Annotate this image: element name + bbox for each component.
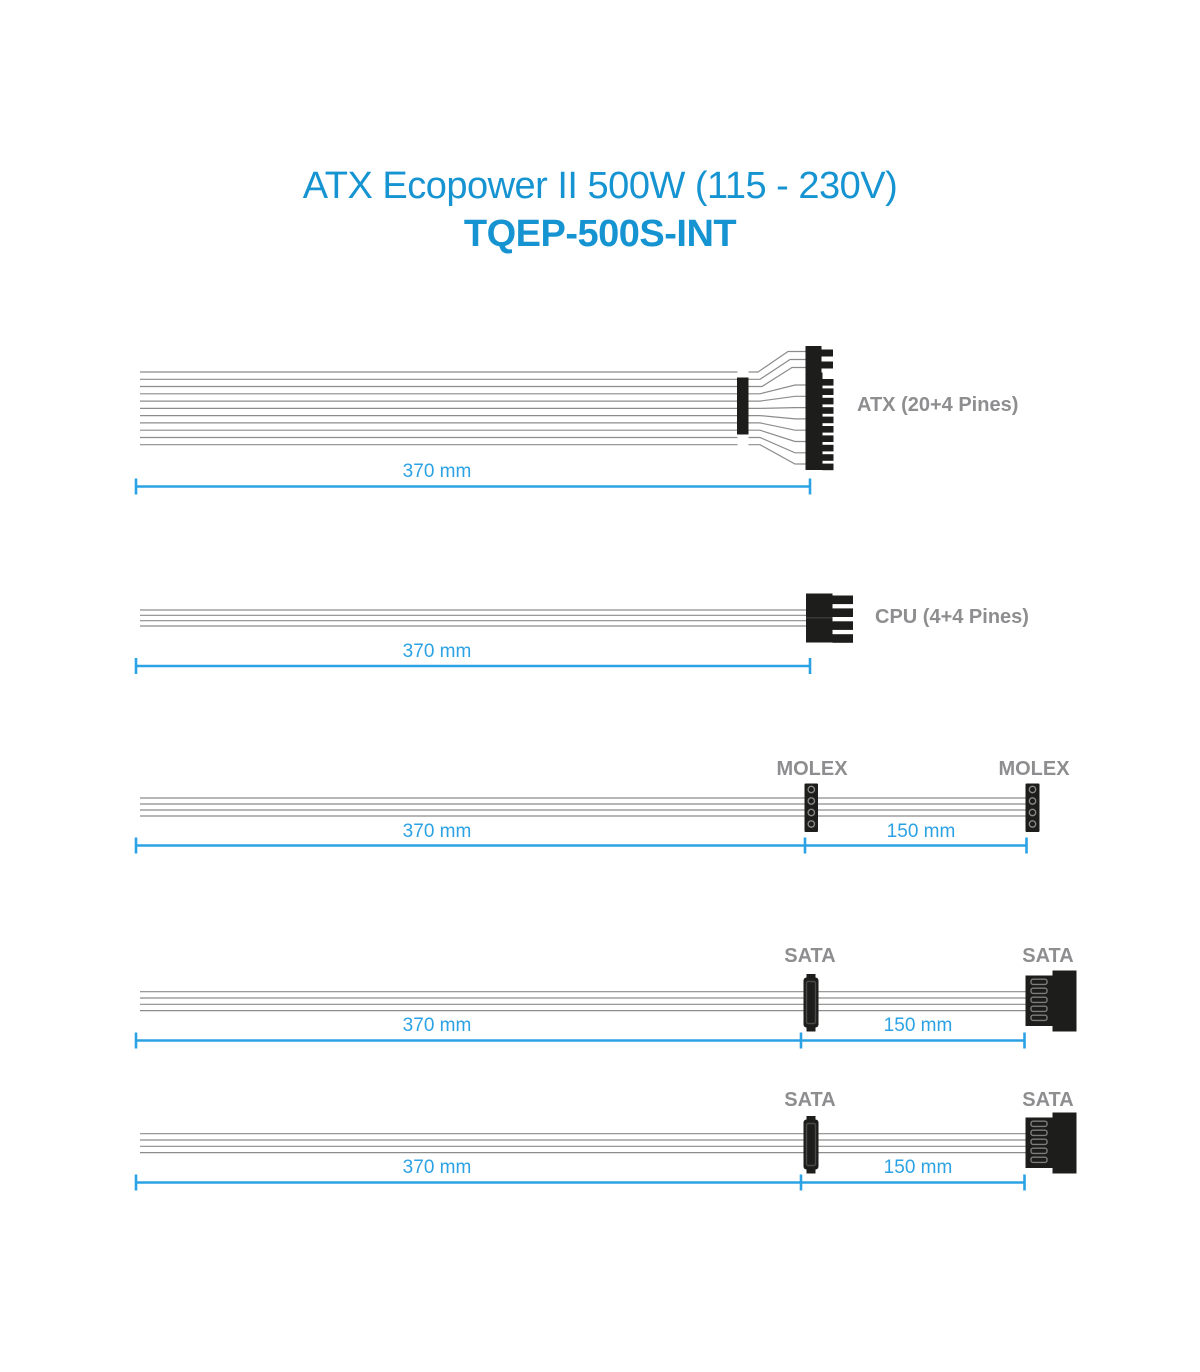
molex-dim-370-label: 370 mm xyxy=(402,821,472,842)
sata2-dimension-line xyxy=(134,1174,1026,1191)
molex-cable-row xyxy=(134,783,1040,854)
sata-cable-row-2 xyxy=(134,1112,1077,1191)
molex-end-label: MOLEX xyxy=(998,758,1070,780)
molex-dim-150-label: 150 mm xyxy=(886,821,956,842)
sata1-cable-wires xyxy=(140,991,1026,1012)
cpu-cable-row xyxy=(134,593,853,674)
sata1-dimension-line xyxy=(134,1032,1026,1049)
sata-connector-end-2 xyxy=(1025,1112,1077,1174)
sata-cable-row-1 xyxy=(134,970,1077,1049)
sata2-dim-150-label: 150 mm xyxy=(883,1157,953,1178)
atx-20pin-connector xyxy=(805,372,834,471)
sata1-mid-label: SATA xyxy=(784,945,836,967)
atx-cable-wires xyxy=(140,371,738,446)
cpu-connector-label: CPU (4+4 Pines) xyxy=(875,606,1029,628)
sata1-dim-150-label: 150 mm xyxy=(883,1015,953,1036)
sata1-end-label: SATA xyxy=(1022,945,1074,967)
atx-dim-370-label: 370 mm xyxy=(402,461,472,482)
atx-cable-row xyxy=(134,346,834,495)
sata2-cable-wires xyxy=(140,1133,1026,1154)
cable-tie xyxy=(737,377,749,435)
atx-4pin-connector xyxy=(805,346,833,375)
atx-dimension-line-370 xyxy=(134,478,812,495)
sata2-end-label: SATA xyxy=(1022,1089,1074,1111)
product-model: TQEP-500S-INT xyxy=(463,213,737,255)
atx-fanout-wires xyxy=(748,350,806,465)
sata1-dim-370-label: 370 mm xyxy=(402,1015,472,1036)
molex-connector-mid xyxy=(804,783,818,832)
atx-connector-label: ATX (20+4 Pines) xyxy=(857,394,1019,416)
molex-mid-label: MOLEX xyxy=(776,758,848,780)
sata-connector-mid-1 xyxy=(803,974,819,1032)
cpu-dimension-line-370 xyxy=(134,658,812,674)
cpu-dim-370-label: 370 mm xyxy=(402,641,472,662)
sata-connector-mid-2 xyxy=(803,1116,819,1174)
sata2-dim-370-label: 370 mm xyxy=(402,1157,472,1178)
molex-cable-wires xyxy=(140,797,1026,817)
sata2-mid-label: SATA xyxy=(784,1089,836,1111)
product-title: ATX Ecopower II 500W (115 - 230V) xyxy=(302,165,898,207)
molex-dimension-line xyxy=(134,837,1028,854)
molex-connector-end xyxy=(1025,783,1040,832)
cpu-cable-wires xyxy=(140,609,806,627)
cpu-connector xyxy=(806,593,853,643)
sata-connector-end-1 xyxy=(1025,970,1077,1032)
